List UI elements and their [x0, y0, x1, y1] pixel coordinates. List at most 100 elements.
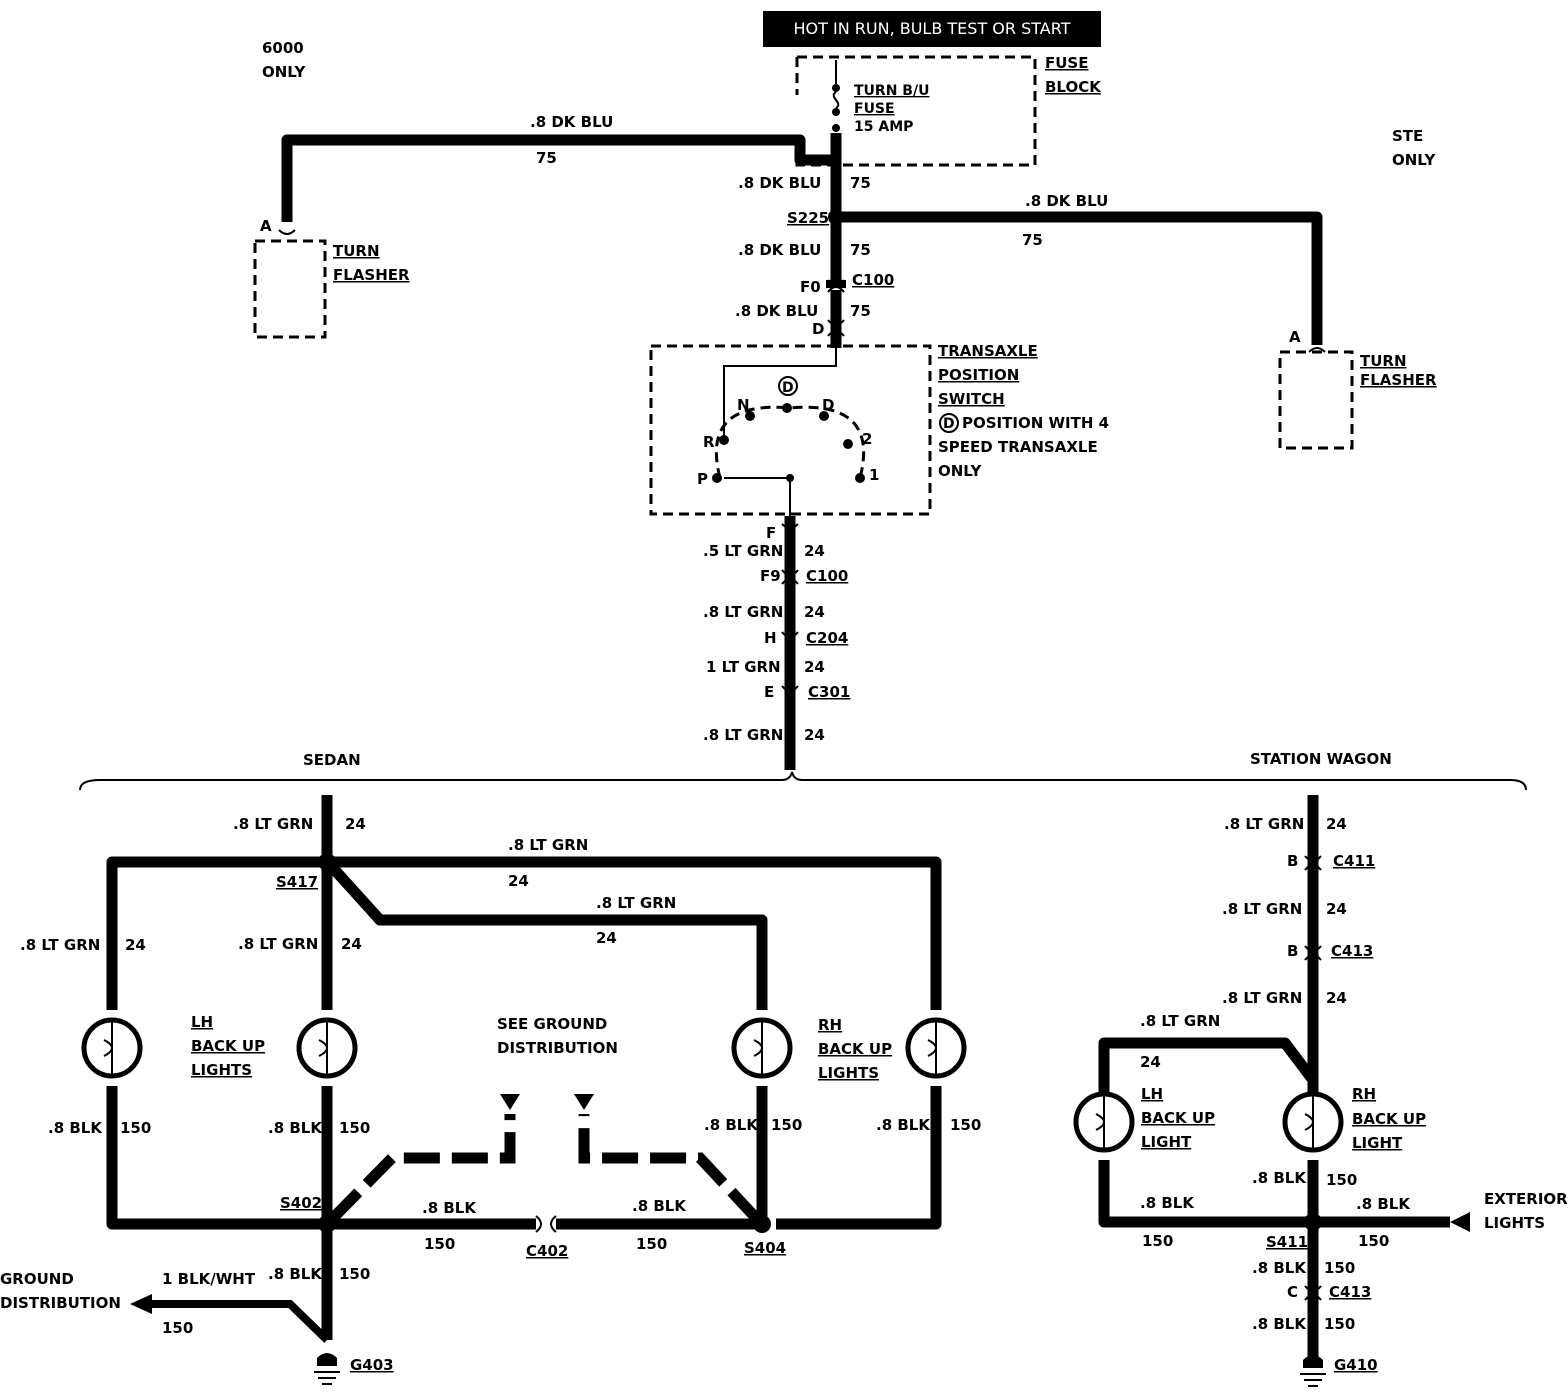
- flasher-right-label-2: FLASHER: [1360, 371, 1437, 389]
- see-ground-1: SEE GROUND: [497, 1015, 607, 1033]
- flasher-left-label-2: FLASHER: [333, 266, 410, 284]
- sedan-150-lh-outer: 150: [120, 1119, 151, 1137]
- sedan-150-rh-outer: 150: [950, 1116, 981, 1134]
- sedan-150-lh-inner: 150: [339, 1119, 370, 1137]
- wagon-lh-label-3: LIGHT: [1141, 1133, 1192, 1151]
- wire-circuit-75-left: 75: [536, 149, 557, 167]
- sedan-wire-lt-grn-top: .8 LT GRN: [508, 836, 588, 854]
- label-c100-bottom: C100: [806, 567, 848, 585]
- wagon-blk-rh: .8 BLK: [1252, 1169, 1307, 1187]
- label-s402: S402: [280, 1194, 322, 1212]
- wire-label-lt-grn-8-a: .8 LT GRN: [703, 603, 783, 621]
- wagon-rh-label-3: LIGHT: [1352, 1134, 1403, 1152]
- pin-f0: F0: [800, 278, 821, 296]
- wagon-wire-lt-grn-lh: .8 LT GRN: [1140, 1012, 1220, 1030]
- connector-c100-top: F0 C100: [800, 271, 894, 296]
- flasher-left-label-1: TURN: [333, 242, 380, 260]
- wagon-circuit: .8 LT GRN 24 B C411 .8 LT GRN 24 B C413 …: [1073, 795, 1568, 1387]
- sedan-wire-lt-grn-in: .8 LT GRN: [233, 815, 313, 833]
- sedan-circuit-24-in: 24: [345, 815, 366, 833]
- lamp-wagon-rh: [1282, 1091, 1344, 1153]
- sedan-150-c402-left: 150: [424, 1235, 455, 1253]
- label-g403: G403: [350, 1356, 394, 1374]
- fuse-label-2: FUSE: [854, 101, 895, 117]
- label-c204: C204: [806, 629, 848, 647]
- note-6000-only: ONLY: [262, 63, 307, 81]
- pos-2: 2: [862, 430, 872, 448]
- wagon-rh-label-1: RH: [1352, 1085, 1376, 1103]
- pos-p: P: [697, 470, 708, 488]
- ground-dist-label-1: GROUND: [0, 1270, 74, 1288]
- splice-s402: [318, 1215, 336, 1233]
- sedan-blk-rh-outer: .8 BLK: [876, 1116, 931, 1134]
- label-g410: G410: [1334, 1356, 1378, 1374]
- label-c411: C411: [1333, 852, 1375, 870]
- wagon-circuit-24-3: 24: [1326, 989, 1347, 1007]
- wire-label-lt-grn-1: 1 LT GRN: [706, 658, 781, 676]
- wire-circuit-75-2: 75: [850, 241, 871, 259]
- wagon-blk-c413: .8 BLK: [1252, 1259, 1307, 1277]
- lamp-lh-outer: [81, 1017, 143, 1079]
- sedan-150-g403: 150: [339, 1265, 370, 1283]
- wagon-150-lh: 150: [1142, 1232, 1173, 1250]
- lamp-rh-inner: [731, 1017, 793, 1079]
- wire-circuit-24-d: 24: [804, 726, 825, 744]
- wagon-150-ext: 150: [1358, 1232, 1389, 1250]
- lamp-rh-outer: [905, 1017, 967, 1079]
- section-sedan: SEDAN: [303, 751, 361, 769]
- pin-f: F: [766, 524, 776, 542]
- switch-note-2: SPEED TRANSAXLE: [938, 438, 1098, 456]
- wagon-wire-lt-grn-2: .8 LT GRN: [1222, 900, 1302, 918]
- pin-c: C: [1287, 1283, 1298, 1301]
- label-s404: S404: [744, 1239, 786, 1257]
- sedan-circuit-24-lh-outer: 24: [125, 936, 146, 954]
- sedan-circuit-24-top: 24: [508, 872, 529, 890]
- flasher-right-terminal: A: [1289, 328, 1301, 346]
- sedan-150-c402-right: 150: [636, 1235, 667, 1253]
- pos-r: R: [703, 433, 715, 451]
- wire-label-dk-blu-left: .8 DK BLU: [530, 113, 613, 131]
- section-station-wagon: STATION WAGON: [1250, 750, 1392, 768]
- wagon-circuit-24-2: 24: [1326, 900, 1347, 918]
- wire-label-lt-grn-8-b: .8 LT GRN: [703, 726, 783, 744]
- label-c301: C301: [808, 683, 850, 701]
- rh-lights-label-1: RH: [818, 1016, 842, 1034]
- pos-1: 1: [869, 466, 879, 484]
- switch-note-1: POSITION WITH 4: [962, 414, 1109, 432]
- fuse-label-3: 15 AMP: [854, 119, 913, 135]
- sedan-blk-c402-left: .8 BLK: [422, 1199, 477, 1217]
- sedan-wire-lt-grn-mid: .8 LT GRN: [596, 894, 676, 912]
- label-c413-top: C413: [1331, 942, 1373, 960]
- sedan-blk-lh-inner: .8 BLK: [268, 1119, 323, 1137]
- fuse-label-1: TURN B/U: [854, 83, 929, 99]
- lh-lights-label-3: LIGHTS: [191, 1061, 252, 1079]
- sedan-wire-lt-grn-lh-outer: .8 LT GRN: [20, 936, 100, 954]
- switch-note-symbol: D: [943, 416, 955, 432]
- wire-circuit-75-1: 75: [850, 174, 871, 192]
- exterior-lights-2: LIGHTS: [1484, 1214, 1545, 1232]
- fuse-block: FUSE BLOCK TURN B/U FUSE 15 AMP: [795, 54, 1102, 167]
- wagon-150-rh: 150: [1326, 1171, 1357, 1189]
- turn-flasher-left: A TURN FLASHER: [253, 217, 410, 339]
- wire-circuit-75-right: 75: [1022, 231, 1043, 249]
- lamp-lh-inner: [296, 1017, 358, 1079]
- ground-g403-icon: [314, 1353, 340, 1385]
- section-divider: [79, 771, 1527, 791]
- switch-label-1: TRANSAXLE: [938, 342, 1038, 360]
- wire-circuit-24-c: 24: [804, 658, 825, 676]
- pin-h: H: [764, 629, 777, 647]
- pin-f9: F9: [760, 567, 781, 585]
- connector-switch-d: D: [812, 319, 845, 338]
- rh-lights-label-3: LIGHTS: [818, 1064, 879, 1082]
- wire-circuit-75-3: 75: [850, 302, 871, 320]
- wire-label-dk-blu-2: .8 DK BLU: [738, 241, 821, 259]
- wire-dk-blu-right: [836, 211, 1323, 345]
- switch-label-2: POSITION: [938, 366, 1019, 384]
- label-s417: S417: [276, 873, 318, 891]
- ground-dist-label-2: DISTRIBUTION: [0, 1294, 121, 1312]
- splice-s404: [753, 1215, 771, 1233]
- wagon-lh-label-2: BACK UP: [1141, 1109, 1215, 1127]
- pos-d-circled: D: [782, 380, 794, 396]
- sedan-blk-c402-right: .8 BLK: [632, 1197, 687, 1215]
